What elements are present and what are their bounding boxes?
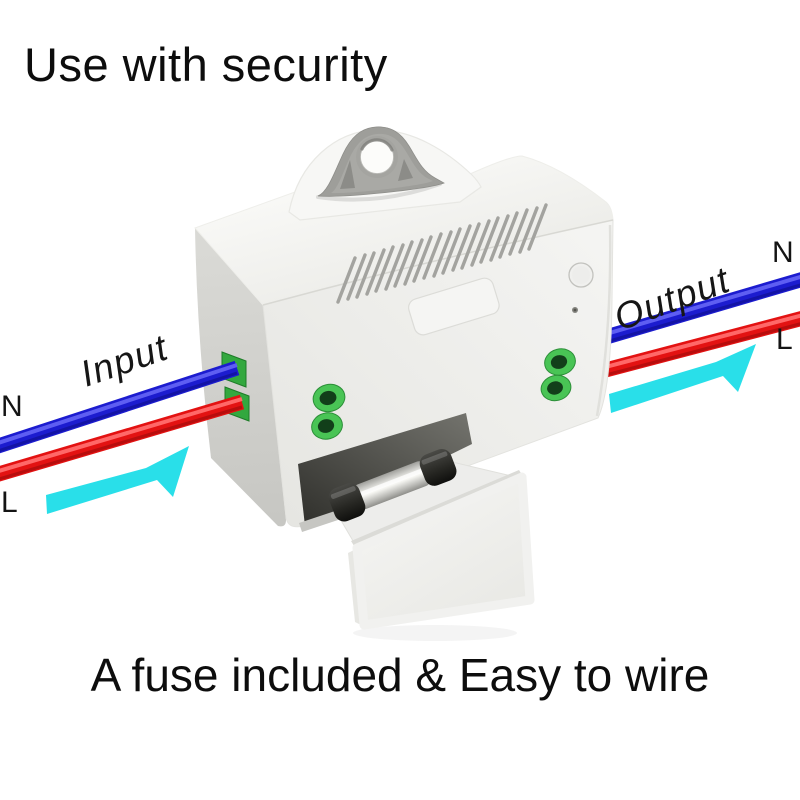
input-neutral-wire-shade bbox=[0, 371, 238, 452]
output-terminals bbox=[540, 348, 576, 402]
output-neutral-wire-body bbox=[593, 272, 800, 348]
output-terminal-n-hole bbox=[550, 355, 568, 369]
output-neutral-wire-shade bbox=[595, 283, 800, 347]
label-recess-rect bbox=[408, 277, 500, 336]
fuse-glass-highlight bbox=[357, 468, 424, 497]
input-live-label: L bbox=[1, 486, 18, 519]
output-neutral-wire-highlight bbox=[595, 274, 800, 339]
fuse-cap-left-highlight bbox=[330, 486, 356, 499]
front-terminal-l-hole bbox=[317, 419, 335, 433]
top-front-crease bbox=[262, 219, 614, 306]
input-live-wire-body bbox=[0, 394, 245, 482]
heat-vents-icon bbox=[336, 203, 548, 304]
input-neutral-wire-highlight bbox=[0, 363, 238, 445]
bottom-title: A fuse included & Easy to wire bbox=[90, 649, 710, 701]
right-edge-shade bbox=[595, 224, 612, 417]
output-neutral-label: N bbox=[772, 236, 794, 269]
input-neutral-wire bbox=[0, 360, 240, 454]
output-live-label: L bbox=[776, 323, 793, 356]
mounting-tab-gusset-left bbox=[340, 160, 355, 189]
mounting-tab-shadow bbox=[316, 182, 442, 202]
front-terminals bbox=[311, 383, 346, 440]
output-live-wire-highlight bbox=[597, 313, 800, 371]
output-live-wire-body bbox=[596, 311, 800, 380]
plate-shadow bbox=[353, 625, 517, 641]
fuse-cap-right-highlight bbox=[421, 451, 448, 465]
fuse-cap-right bbox=[419, 449, 457, 486]
mounting-hole-shadow bbox=[360, 138, 394, 152]
output-terminal-l-hole bbox=[547, 381, 563, 395]
output-live-wire bbox=[596, 311, 800, 380]
label-recess bbox=[408, 277, 500, 336]
front-terminal-n-hole bbox=[319, 390, 337, 406]
status-led-center bbox=[573, 308, 577, 312]
top-title: Use with security bbox=[24, 38, 388, 91]
output-live-wire-shade bbox=[597, 322, 800, 379]
input-neutral-wire-body bbox=[0, 360, 240, 454]
input-label: Input bbox=[75, 326, 173, 394]
input-flow-arrow-icon bbox=[46, 446, 189, 514]
input-live-wire-shade bbox=[0, 405, 243, 481]
input-live-wire bbox=[0, 394, 245, 482]
pairing-button-inner bbox=[572, 266, 590, 284]
input-neutral-label: N bbox=[1, 390, 23, 423]
output-label: Output bbox=[609, 259, 736, 339]
relay-device bbox=[194, 126, 614, 641]
fuse-cap-left bbox=[328, 483, 366, 522]
output-flow-arrow-icon bbox=[609, 344, 756, 413]
input-live-wire-highlight bbox=[0, 397, 243, 473]
output-neutral-wire bbox=[593, 272, 800, 348]
mounting-tab-gusset-right bbox=[398, 159, 413, 181]
drawer-plate-front bbox=[352, 472, 535, 630]
glass-fuse-icon bbox=[328, 449, 457, 522]
